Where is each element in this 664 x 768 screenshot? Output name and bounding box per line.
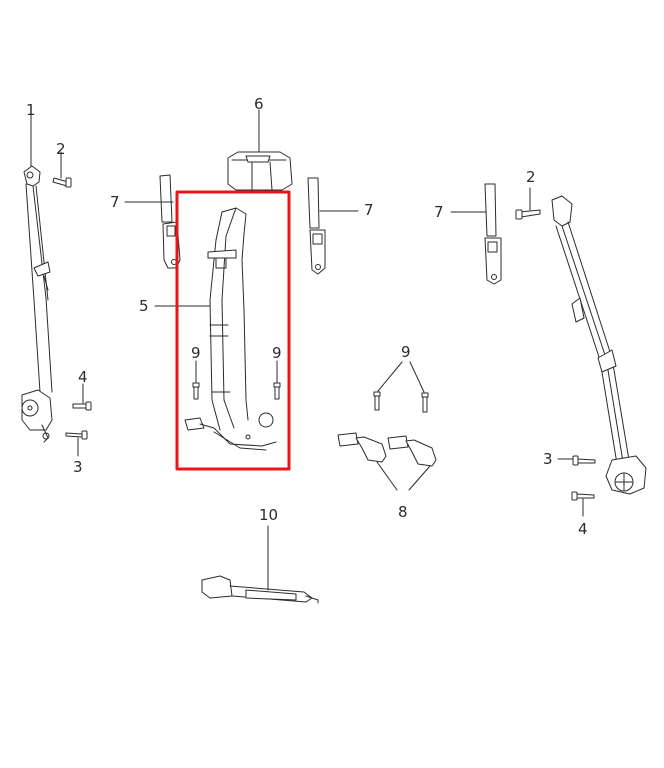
part-4-right-bolt[interactable]	[571, 491, 595, 501]
callout-9-pair: 9	[401, 343, 411, 361]
callout-2-right: 2	[526, 168, 536, 186]
callout-2-left: 2	[56, 140, 66, 158]
part-8-buckle-pair[interactable]	[337, 432, 437, 467]
part-4-right-seat-belt-retractor[interactable]	[551, 195, 647, 495]
part-6-belt-guide[interactable]	[227, 151, 293, 191]
callout-1: 1	[26, 101, 36, 119]
callout-5: 5	[139, 297, 149, 315]
callout-9-box-right: 9	[272, 344, 282, 362]
callout-3-left: 3	[73, 458, 83, 476]
part-1-left-seat-belt-retractor[interactable]	[21, 165, 53, 443]
leader-line-9c	[377, 361, 425, 393]
part-3-left-bolt[interactable]	[65, 430, 88, 440]
callout-4-left: 4	[78, 368, 88, 386]
part-3-right-bolt[interactable]	[572, 455, 596, 466]
part-2-left-bolt[interactable]	[52, 177, 72, 188]
part-7-right-anchor-strap[interactable]	[484, 183, 502, 285]
callout-4-right: 4	[578, 520, 588, 538]
part-9-bolt-right-in-box[interactable]	[273, 382, 281, 400]
part-4-left-bolt[interactable]	[72, 401, 92, 411]
callout-8: 8	[398, 503, 408, 521]
part-10-seat-belt-buckle[interactable]	[201, 575, 319, 604]
callout-3-right: 3	[543, 450, 553, 468]
callout-7-right: 7	[434, 203, 444, 221]
highlight-box-part-5	[175, 190, 291, 471]
leader-line-8	[376, 461, 431, 491]
callout-6: 6	[254, 95, 264, 113]
callout-7-middle: 7	[364, 201, 374, 219]
part-2-right-bolt[interactable]	[515, 209, 541, 220]
part-9-bolt-left-in-box[interactable]	[192, 382, 200, 400]
part-9-bolt-pair[interactable]	[373, 391, 429, 413]
part-5-center-seat-belt-assembly[interactable]	[184, 207, 277, 451]
callout-9-box-left: 9	[191, 344, 201, 362]
part-7-middle-anchor-strap[interactable]	[307, 177, 326, 275]
callout-10: 10	[259, 506, 279, 524]
callout-7-left: 7	[110, 193, 120, 211]
